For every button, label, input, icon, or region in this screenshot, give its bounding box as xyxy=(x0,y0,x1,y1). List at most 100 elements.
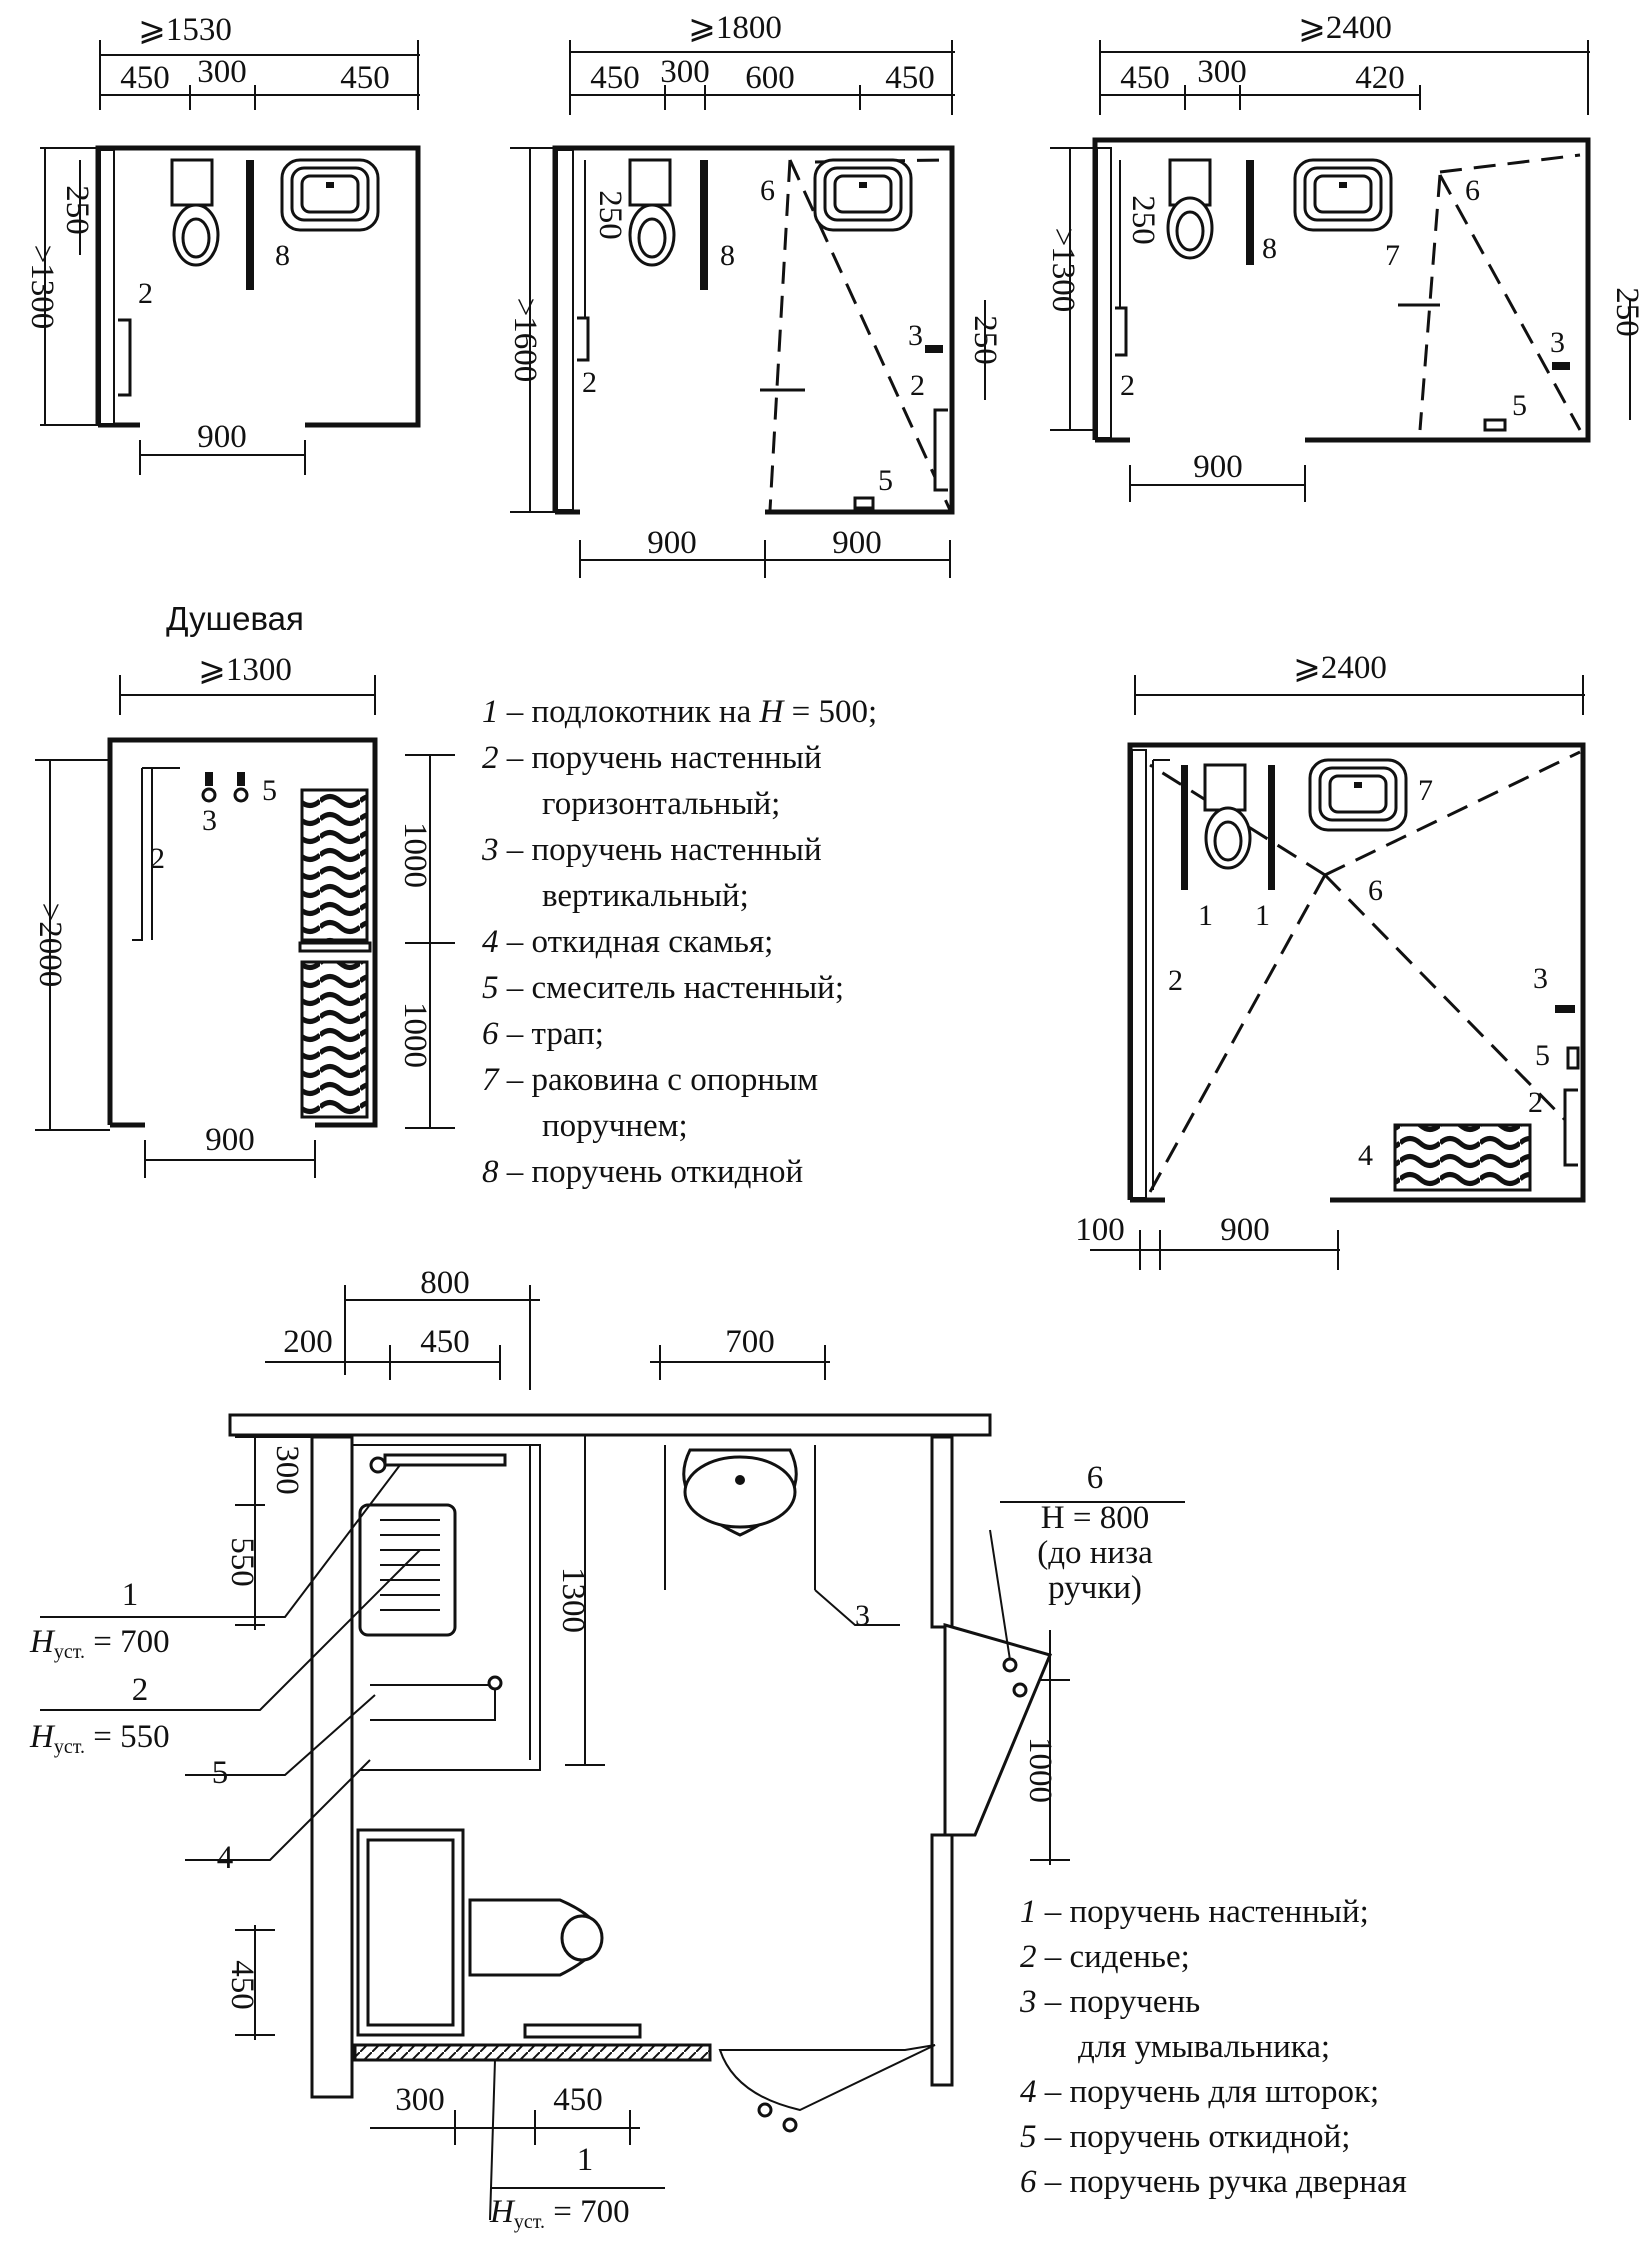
callout-2-h: Hуст. = 550 xyxy=(29,1719,170,1758)
legend-top-item-7: 7 – раковина с опорным xyxy=(482,1062,818,1098)
callout-2: 2 xyxy=(132,1672,149,1708)
bottom-plan-top-wall xyxy=(228,1413,992,1437)
legend-bottom-item-3-cont: для умывальника; xyxy=(1078,2029,1330,2065)
plan-3-horizontal-rail-icon xyxy=(1115,306,1128,357)
plan-4-label-2-right: 2 xyxy=(1528,1086,1543,1119)
legend-top-item-1: 1 – подлокотник на H = 500; xyxy=(482,694,877,730)
plan-1-dim-door: 900 xyxy=(197,419,247,455)
plan-4-label-5: 5 xyxy=(1535,1039,1550,1072)
bottom-plan-folding-rail-icon xyxy=(370,1684,496,1721)
plan-4-toilet-icon xyxy=(1203,763,1252,870)
plan-3-label-3: 3 xyxy=(1550,326,1565,359)
shower-dim-total: ⩾1300 xyxy=(198,652,292,688)
plan-2-toilet-shower: ⩾1800 450 300 600 450 >1600 250 250 900 … xyxy=(507,10,1003,578)
plan-2-right-rail-icon xyxy=(933,408,948,492)
plan-3-label-7: 7 xyxy=(1385,239,1400,272)
bottom-plan-label-6-note1: (до низа xyxy=(1037,1535,1153,1571)
bottom-plan-combined-bathroom: 800 200 450 700 300 550 1300 1000 450 30… xyxy=(29,1265,1185,2233)
shower-horizontal-rail-icon xyxy=(132,767,180,941)
plan-4-walls xyxy=(1127,742,1586,1203)
callout-5: 5 xyxy=(212,1755,229,1791)
legend-bottom: 1 – поручень настенный;2 – сиденье;3 – п… xyxy=(1019,1894,1407,2200)
plan-2-mixer-icon xyxy=(853,496,875,510)
plan-3-dim-total: ⩾2400 xyxy=(1298,10,1392,46)
legend-bottom-item-5: 5 – поручень откидной; xyxy=(1020,2119,1350,2155)
plan-3-dim-door: 900 xyxy=(1193,449,1243,485)
bottom-plan-door-icon xyxy=(943,1623,1053,1837)
plan-2-label-6: 6 xyxy=(760,174,775,207)
bottom-plan-bottom-rail-icon xyxy=(523,2023,642,2039)
plan-2-dim-door-right: 900 xyxy=(832,525,882,561)
plan-1-sink-icon xyxy=(280,158,380,232)
plan-2-dim-c: 600 xyxy=(745,60,795,96)
plan-4-label-6: 6 xyxy=(1368,874,1383,907)
plan-1-dim-a: 450 xyxy=(120,60,170,96)
legend-top-item-6: 6 – трап; xyxy=(482,1016,604,1052)
callout-1: 1 xyxy=(122,1577,139,1613)
plan-3-label-2: 2 xyxy=(1120,369,1135,402)
legend-top-item-3: 3 – поручень настенный xyxy=(481,832,822,868)
plan-2-dim-250-right: 250 xyxy=(967,315,1003,365)
legend-bottom-item-1: 1 – поручень настенный; xyxy=(1020,1894,1369,1930)
plan-4-combined-room: ⩾2400 100 900 7 1 1 6 2 3 5 2 4 xyxy=(1075,650,1586,1270)
plan-2-dim-height: >1600 xyxy=(507,298,543,383)
plan-3-dim-height: >1300 xyxy=(1045,228,1081,313)
bottom-plan-dim-700: 700 xyxy=(725,1324,775,1360)
plan-3-dim-c: 420 xyxy=(1355,60,1405,96)
plan-2-foldable-rail-icon xyxy=(700,160,708,290)
plan-4-horizontal-rail-icon xyxy=(1152,759,1170,1190)
plan-1-dim-height: >1300 xyxy=(24,245,60,330)
shower-title: Душевая xyxy=(166,600,304,637)
legend-bottom-item-4: 4 – поручень для шторок; xyxy=(1020,2074,1379,2110)
plan-1-toilet-small: ⩾1530 450 300 450 >1300 250 900 8 2 xyxy=(24,12,421,475)
bottom-plan-left-wall xyxy=(310,1435,354,2099)
plan-1-label-2: 2 xyxy=(138,277,153,310)
plan-3-dim-250-left: 250 xyxy=(1125,195,1161,245)
plan-3-toilet-icon xyxy=(1166,158,1214,260)
bottom-plan-dim-200: 200 xyxy=(283,1324,333,1360)
plan-2-walls xyxy=(552,145,955,515)
plan-4-bench-icon xyxy=(1393,1123,1532,1192)
bottom-plan-label-6: 6 xyxy=(1087,1460,1104,1496)
bottom-plan-dim-450-top: 450 xyxy=(420,1324,470,1360)
bottom-plan-dim-1000: 1000 xyxy=(1022,1737,1058,1803)
bottom-plan-label-3: 3 xyxy=(855,1599,870,1632)
plan-2-dim-250-left: 250 xyxy=(592,190,628,240)
shower-bench-icon xyxy=(300,960,369,1119)
plan-4-dimensions xyxy=(1090,675,1585,1270)
legend-top-item-2-cont: горизонтальный; xyxy=(542,786,780,822)
plan-4-dim-100: 100 xyxy=(1075,1212,1125,1248)
plan-2-label-3: 3 xyxy=(908,319,923,352)
plan-2-sink-icon xyxy=(813,158,913,232)
bottom-plan-label-6-note2: ручки) xyxy=(1048,1570,1142,1606)
bottom-plan-toilet-icon xyxy=(356,1828,604,2037)
callout-1-h: Hуст. = 700 xyxy=(29,1624,170,1663)
legend-top-item-5: 5 – смеситель настенный; xyxy=(482,970,844,1006)
plan-4-label-7: 7 xyxy=(1418,774,1433,807)
plan-4-label-4: 4 xyxy=(1358,1139,1373,1172)
legend-bottom-item-6: 6 – поручень ручка дверная xyxy=(1020,2164,1407,2200)
shower-dim-door: 900 xyxy=(205,1122,255,1158)
plan-3-vertical-rail-icon xyxy=(1552,362,1570,370)
callout-1-bottom-h: Hуст. = 700 xyxy=(489,2194,630,2233)
legend-top-item-7-cont: поручнем; xyxy=(542,1108,688,1144)
plan-4-label-2-left: 2 xyxy=(1168,964,1183,997)
plan-4-right-rail-icon xyxy=(1563,1088,1578,1167)
plan-2-label-2-right: 2 xyxy=(910,369,925,402)
shower-dim-height: >2000 xyxy=(32,903,68,988)
plan-1-foldable-rail-icon xyxy=(246,160,254,290)
bottom-plan-callout-leaders xyxy=(40,1464,1011,2221)
shower-dimensions xyxy=(35,675,455,1178)
shower-label-2: 2 xyxy=(150,842,165,875)
plan-2-dimensions xyxy=(510,40,986,578)
plan-3-label-8: 8 xyxy=(1262,232,1277,265)
plan-1-dim-total: ⩾1530 xyxy=(138,12,232,48)
plan-1-dim-c: 450 xyxy=(340,60,390,96)
legend-top-item-3-cont: вертикальный; xyxy=(542,878,749,914)
plan-2-label-8: 8 xyxy=(720,239,735,272)
plan-shower-room: Душевая ⩾1300 >2000 1000 xyxy=(32,600,455,1178)
plan-1-label-8: 8 xyxy=(275,239,290,272)
plan-3-walls xyxy=(1092,137,1591,443)
shower-bench-icon xyxy=(300,788,369,942)
plan-2-horizontal-rail-icon xyxy=(577,316,590,362)
